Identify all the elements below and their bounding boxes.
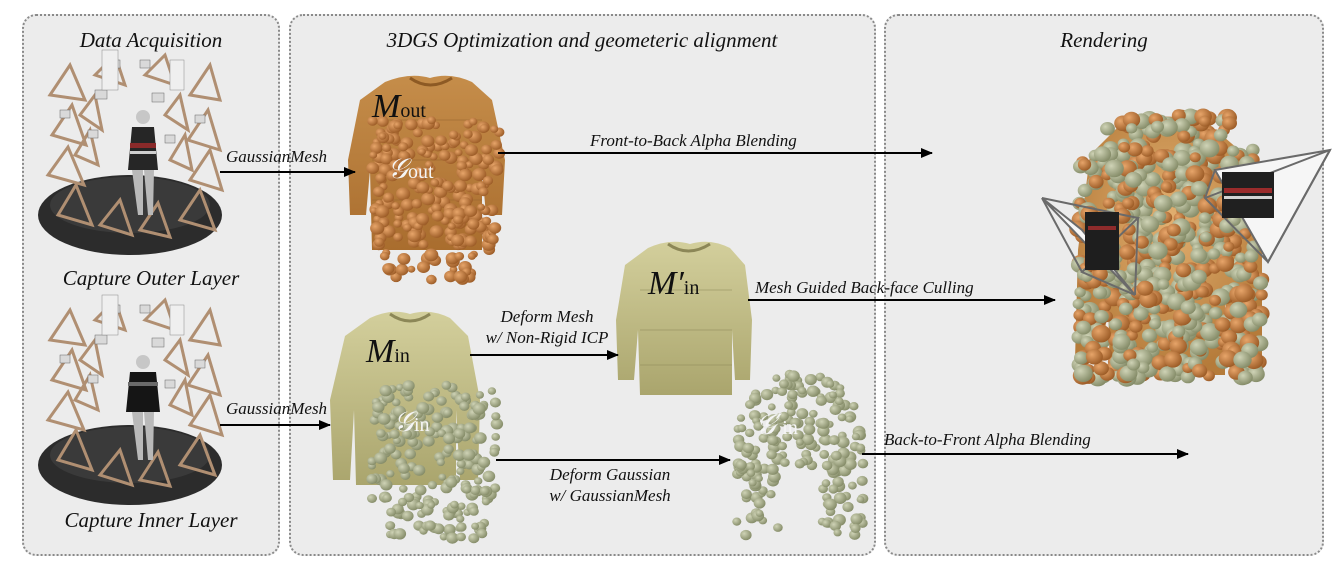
camera-frustum-left-icon: [1041, 197, 1141, 296]
capture-rig-outer-image: [38, 49, 225, 255]
gaussianmesh-top-label: GaussianMesh: [226, 147, 328, 166]
panel-title-rendering: Rendering: [1060, 28, 1148, 52]
camera-frustum-right-icon: [1203, 148, 1332, 265]
deform-gaussian-label-line1: Deform Gaussian: [549, 465, 671, 484]
rendered-gaussians-image: [1069, 108, 1270, 387]
deformed-inner-mesh-image: [616, 241, 752, 395]
symbol-m-in: Min: [366, 333, 410, 370]
symbol-g-out: 𝒢out: [388, 152, 434, 185]
panel-title-data-acquisition: Data Acquisition: [79, 28, 223, 52]
front-to-back-label: Front-to-Back Alpha Blending: [590, 131, 797, 150]
deform-mesh-label-line1: Deform Mesh: [500, 307, 594, 326]
capture-outer-label: Capture Outer Layer: [62, 266, 240, 290]
symbol-m-out: Mout: [372, 88, 426, 125]
inner-gaussians-image: [366, 380, 504, 544]
capture-rig-inner-image: [38, 294, 225, 505]
gaussianmesh-bottom-label: GaussianMesh: [226, 399, 328, 418]
backface-culling-label: Mesh Guided Back-face Culling: [755, 278, 974, 297]
symbol-g-in: 𝒢in: [394, 405, 430, 438]
outer-gaussians-image: [366, 114, 506, 285]
deform-mesh-label-line2: w/ Non-Rigid ICP: [485, 328, 609, 347]
back-to-front-label: Back-to-Front Alpha Blending: [884, 430, 1091, 449]
deformed-inner-gaussians-image: [732, 369, 869, 541]
arrows: [220, 148, 1189, 465]
symbol-g-in-prime: 𝒢′in: [756, 408, 798, 441]
deform-gaussian-label-line2: w/ GaussianMesh: [549, 486, 671, 505]
capture-inner-label: Capture Inner Layer: [64, 508, 238, 532]
symbol-m-in-prime: M′in: [648, 265, 700, 302]
panel-title-optimization: 3DGS Optimization and geometeric alignme…: [386, 28, 778, 52]
